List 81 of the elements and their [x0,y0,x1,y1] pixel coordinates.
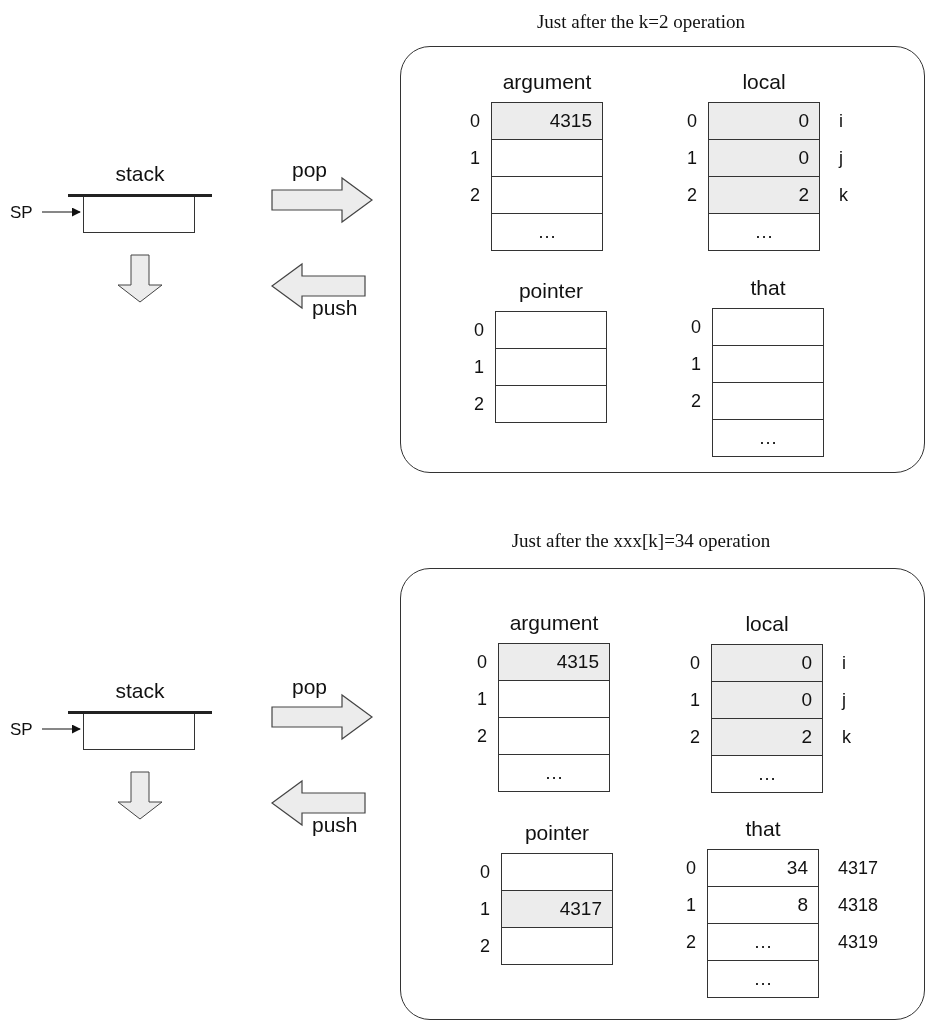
block-arrow [271,262,366,310]
panel-heading: Just after the xxx[k]=34 operation [511,530,771,552]
index-label: 0 [687,110,697,133]
variable-label: 4319 [838,931,879,954]
panel-heading: Just after the k=2 operation [537,11,745,33]
cell-value: 4315 [556,651,599,672]
variable-label: 4318 [838,894,879,917]
edge-label: push [312,296,358,320]
stack-label: stack [115,679,165,703]
memory-cell [491,213,603,251]
cell-value: 2 [798,184,809,205]
cell-value: … [754,221,774,242]
segment-heading: pointer [523,821,591,845]
memory-cell [708,213,820,251]
cell-value: … [753,931,773,952]
cell-value: 2 [801,726,812,747]
variable-label: i [839,110,843,133]
index-label: 1 [690,689,700,712]
variable-label: j [839,147,843,170]
block-arrow [271,176,373,224]
index-label: 1 [691,353,701,376]
index-label: 2 [691,390,701,413]
cell-value: … [544,762,564,783]
segment-heading: argument [501,70,593,94]
arrow [41,724,81,734]
index-label: 0 [690,652,700,675]
segment-heading: local [741,70,787,94]
arrow [41,207,81,217]
variable-label: k [839,184,848,207]
memory-cell [712,419,824,457]
cell-value: 8 [797,894,808,915]
index-label: 2 [686,931,696,954]
index-label: 0 [480,861,490,884]
index-label: 0 [474,319,484,342]
pointer-label: SP [10,203,33,223]
index-label: 0 [477,651,487,674]
cell-value: 0 [798,110,809,131]
cell-value: 4315 [549,110,592,131]
index-label: 0 [470,110,480,133]
index-label: 1 [477,688,487,711]
index-label: 0 [686,857,696,880]
cell-value: … [537,221,557,242]
cell-value: 0 [801,689,812,710]
segment-heading: that [749,276,787,300]
segment-heading: that [744,817,782,841]
segment-heading: pointer [517,279,585,303]
index-label: 2 [690,726,700,749]
index-label: 1 [474,356,484,379]
variable-label: 4317 [838,857,879,880]
variable-label: k [842,726,851,749]
edge-label: pop [292,158,328,182]
block-arrow [271,779,366,827]
index-label: 1 [687,147,697,170]
cell-value: 0 [798,147,809,168]
cell-value: 4317 [559,898,602,919]
index-label: 2 [687,184,697,207]
index-label: 2 [480,935,490,958]
cell-value: 0 [801,652,812,673]
cell-value: … [758,427,778,448]
memory-cell [707,960,819,998]
variable-label: i [842,652,846,675]
cell-value: 34 [786,857,808,878]
memory-cell [711,755,823,793]
stack-label: stack [115,162,165,186]
index-label: 2 [477,725,487,748]
memory-cell [498,754,610,792]
edge-label: pop [292,675,328,699]
cell-value: … [753,968,773,989]
index-label: 1 [470,147,480,170]
index-label: 1 [480,898,490,921]
variable-label: j [842,689,846,712]
cell-value: … [757,763,777,784]
segment-heading: argument [508,611,600,635]
index-label: 2 [474,393,484,416]
index-label: 2 [470,184,480,207]
block-arrow [271,693,373,741]
segment-heading: local [744,612,790,636]
pointer-label: SP [10,720,33,740]
edge-label: push [312,813,358,837]
index-label: 1 [686,894,696,917]
index-label: 0 [691,316,701,339]
